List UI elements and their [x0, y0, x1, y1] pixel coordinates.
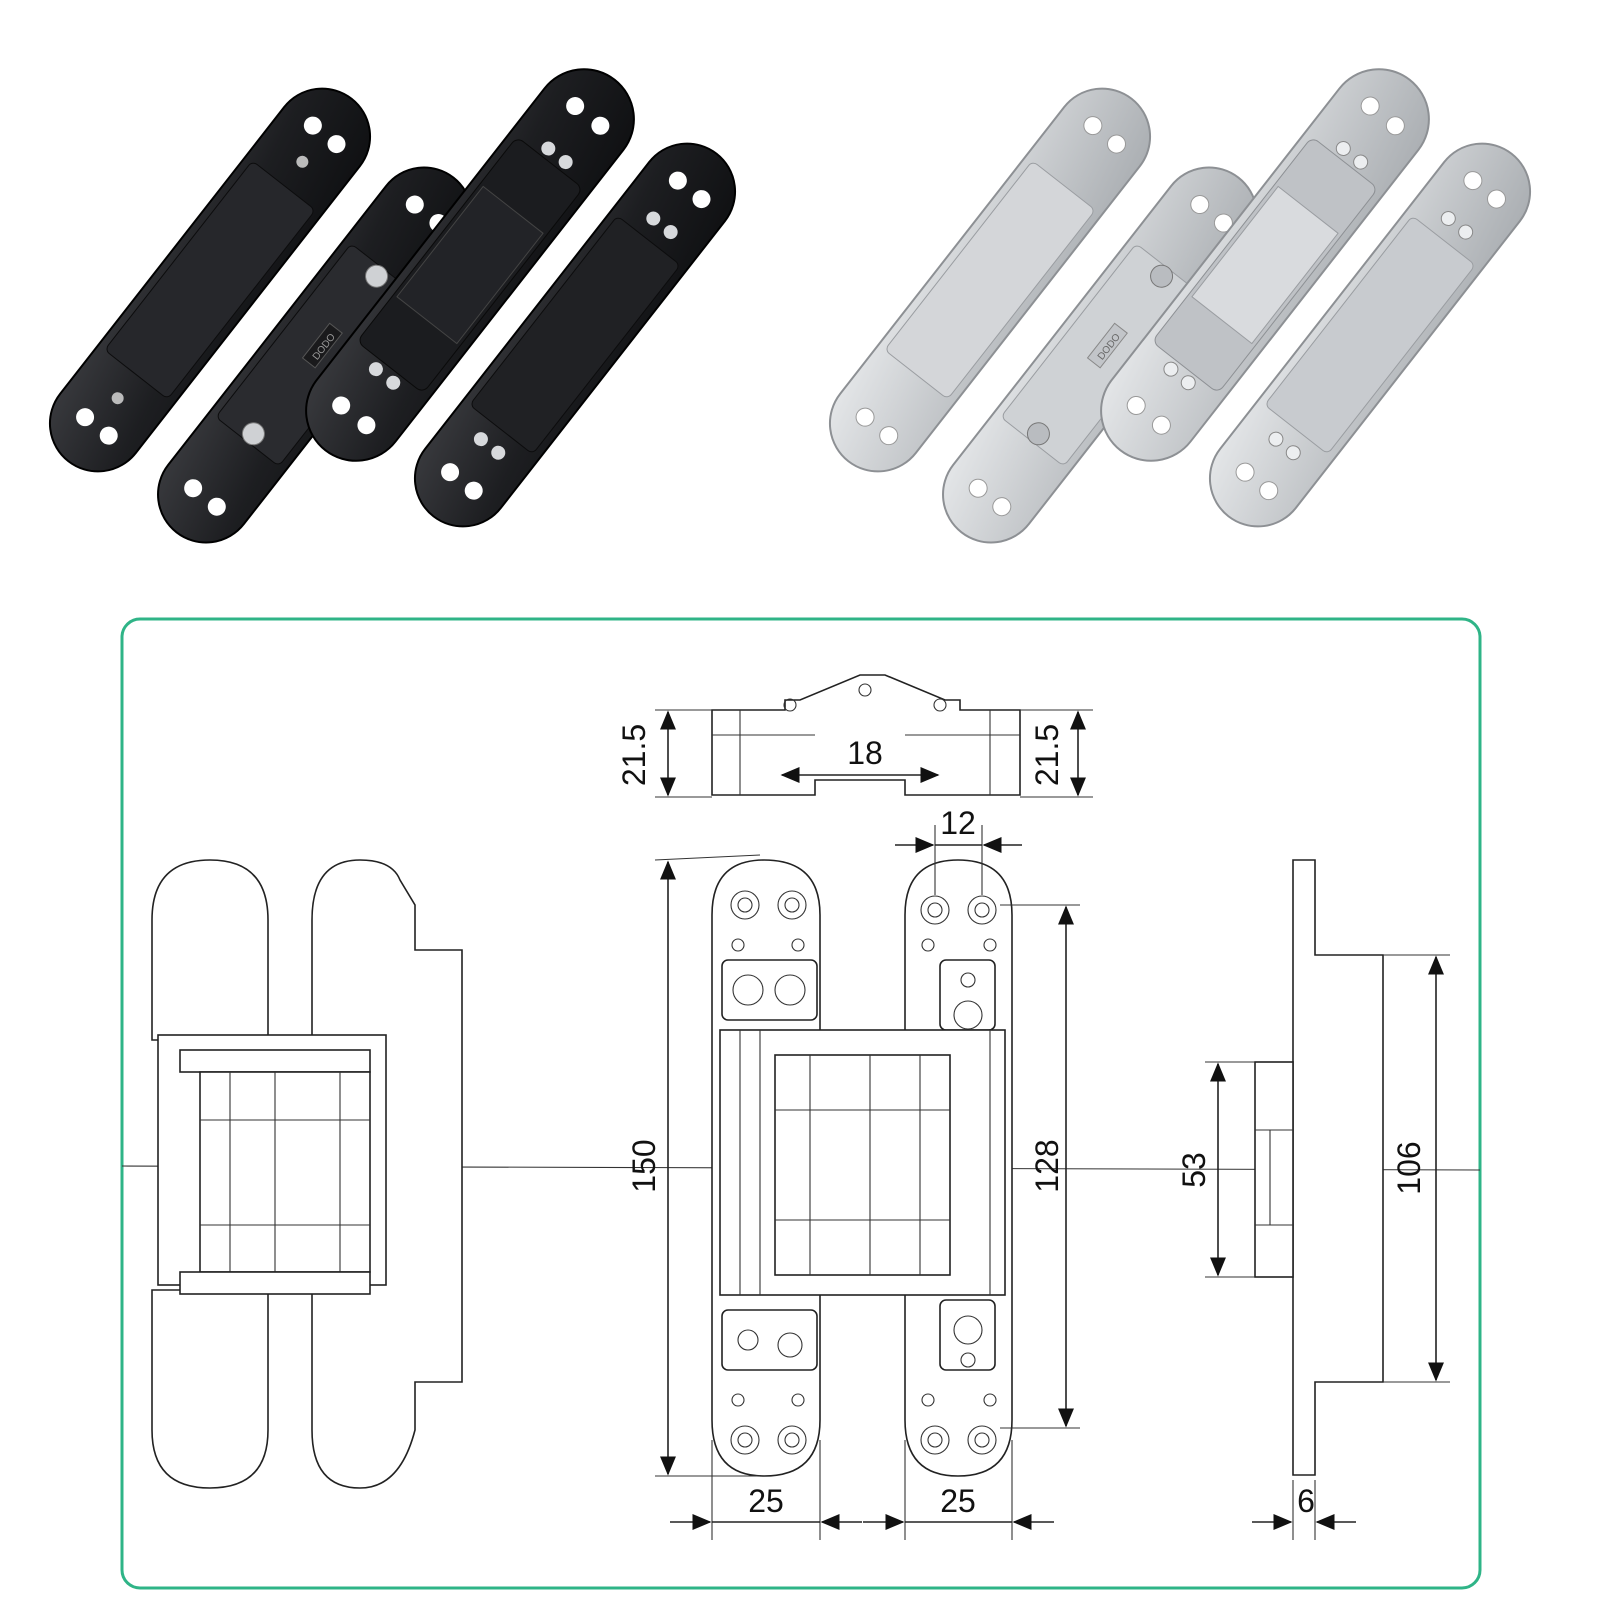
left-view	[151, 859, 463, 1489]
black-hinge-leaf-left	[48, 87, 372, 473]
black-hinge-leaf-right-2	[413, 142, 737, 528]
dim-width-right: 25	[940, 1483, 976, 1519]
dim-height-left: 21.5	[616, 724, 652, 786]
dim-flange-thickness: 6	[1297, 1483, 1315, 1519]
dim-width-left: 25	[748, 1483, 784, 1519]
dim-hole-spacing: 12	[940, 805, 976, 841]
dim-gap: 18	[847, 735, 883, 771]
silver-hinge-photo: DODO	[828, 68, 1532, 544]
dim-body-length: 106	[1391, 1141, 1427, 1194]
black-hinge-leaf-right	[305, 68, 635, 462]
front-view: 150 128 12 25 25	[626, 805, 1080, 1540]
silver-hinge-leaf-left	[828, 87, 1152, 473]
dim-height-right: 21.5	[1029, 724, 1065, 786]
silver-hinge-leaf-right	[1100, 68, 1430, 462]
silver-hinge-leaf-right-2	[1208, 142, 1532, 528]
dim-screw-span: 128	[1029, 1139, 1065, 1192]
black-hinge-photo: DODO	[48, 68, 737, 544]
silver-hinge-leaf-left-2: DODO	[942, 166, 1258, 544]
dim-mount-length: 53	[1176, 1152, 1212, 1188]
top-view: 21.5 21.5 18	[616, 674, 1093, 798]
dim-overall-length: 150	[626, 1139, 662, 1192]
side-view: 53 106 6	[1176, 859, 1450, 1540]
